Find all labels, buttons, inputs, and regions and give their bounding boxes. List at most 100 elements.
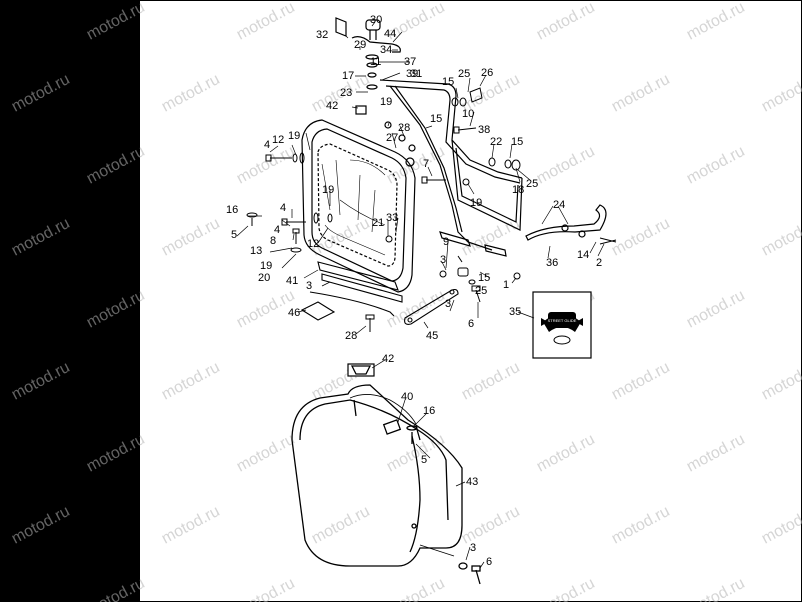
callout-number: 15	[511, 136, 523, 148]
callout-number: 43	[466, 476, 478, 488]
watermark-text: motod.ru	[684, 431, 748, 476]
callout-number: 7	[423, 158, 429, 170]
callout-number: 6	[486, 556, 492, 568]
callout-number: 10	[462, 108, 474, 120]
callout-number: 3	[470, 542, 476, 554]
callout-number: 41	[286, 275, 298, 287]
callout-number: 34	[380, 44, 392, 56]
callout-number: 28	[345, 330, 357, 342]
mounting-plate-drawing	[300, 261, 403, 321]
callout-number: 1	[503, 279, 509, 291]
watermark-text: motod.ru	[9, 503, 73, 548]
harley-badge-kit-drawing: STREET GLIDE	[532, 291, 592, 359]
callout-number: 35	[509, 306, 521, 318]
callout-number: 27	[386, 132, 398, 144]
callout-number: 3	[445, 298, 451, 310]
callout-number: 15	[430, 113, 442, 125]
watermark-text: motod.ru	[159, 71, 223, 116]
callout-number: 9	[443, 236, 449, 248]
callout-number: 42	[326, 100, 338, 112]
watermark-text: motod.ru	[234, 575, 298, 602]
callout-number: 15	[442, 76, 454, 88]
watermark-text: motod.ru	[384, 575, 448, 602]
latch-assembly-drawing	[335, 17, 416, 167]
callout-number: 25	[526, 178, 538, 190]
watermark-text: motod.ru	[459, 503, 523, 548]
callout-number: 20	[258, 272, 270, 284]
callout-number: 3	[306, 280, 312, 292]
leader-lines	[236, 21, 605, 569]
callout-number: 3	[440, 254, 446, 266]
callout-number: 5	[231, 229, 237, 241]
callout-number: 16	[423, 405, 435, 417]
callout-number: 15	[478, 272, 490, 284]
watermark-text: motod.ru	[534, 431, 598, 476]
callout-number: 17	[342, 70, 354, 82]
saddlebag-body-drawing	[291, 363, 481, 585]
callout-number: 12	[307, 238, 319, 250]
watermark-text: motod.ru	[9, 359, 73, 404]
callout-number: 45	[426, 330, 438, 342]
watermark-text: motod.ru	[84, 575, 148, 602]
callout-number: 19	[470, 197, 482, 209]
watermark-text: motod.ru	[609, 71, 673, 116]
watermark-text: motod.ru	[159, 359, 223, 404]
watermark-text: motod.ru	[234, 431, 298, 476]
watermark-text: motod.ru	[309, 503, 373, 548]
callout-number: 29	[354, 39, 366, 51]
callout-number: 19	[380, 96, 392, 108]
callout-number: 14	[577, 249, 589, 261]
watermark-text: motod.ru	[459, 215, 523, 260]
parts-diagram-panel	[139, 0, 802, 602]
watermark-text: motod.ru	[609, 503, 673, 548]
watermark-text: motod.ru	[459, 359, 523, 404]
callout-number: 44	[384, 28, 396, 40]
watermark-text: motod.ru	[159, 215, 223, 260]
watermark-text: motod.ru	[9, 71, 73, 116]
stay-strap-drawing	[404, 288, 459, 325]
callout-number: 40	[401, 391, 413, 403]
watermark-text: motod.ru	[84, 431, 148, 476]
watermark-text: motod.ru	[684, 575, 748, 602]
callout-number: 37	[404, 56, 416, 68]
callout-number: 33	[386, 212, 398, 224]
callout-number: 28	[398, 122, 410, 134]
watermark-text: motod.ru	[759, 71, 802, 116]
callout-number: 2	[596, 257, 602, 269]
callout-number: 30	[370, 14, 382, 26]
callout-number: 5	[421, 454, 427, 466]
saddlebag-support-rail	[379, 79, 523, 257]
watermark-text: motod.ru	[84, 0, 148, 44]
callout-number: 36	[546, 257, 558, 269]
callout-number: 19	[260, 260, 272, 272]
watermark-text: motod.ru	[534, 0, 598, 44]
callout-number: 32	[316, 29, 328, 41]
badge-text: STREET GLIDE	[548, 318, 577, 323]
callout-number: 38	[478, 124, 490, 136]
callout-number: 42	[382, 353, 394, 365]
callout-number: 26	[481, 67, 493, 79]
callout-number: 22	[490, 136, 502, 148]
watermark-text: motod.ru	[684, 287, 748, 332]
watermark-text: motod.ru	[234, 0, 298, 44]
callout-number: 25	[458, 68, 470, 80]
callout-number: 24	[553, 199, 565, 211]
watermark-text: motod.ru	[684, 0, 748, 44]
callout-number: 8	[270, 235, 276, 247]
callout-number: 23	[340, 87, 352, 99]
callout-number: 12	[272, 134, 284, 146]
watermark-text: motod.ru	[9, 215, 73, 260]
rear-bracket-drawing	[525, 204, 617, 245]
callout-number: 16	[226, 204, 238, 216]
callout-number: 11	[370, 56, 381, 68]
watermark-text: motod.ru	[534, 575, 598, 602]
watermark-text: motod.ru	[609, 215, 673, 260]
callout-number: 31	[410, 68, 422, 80]
callout-number: 6	[468, 318, 474, 330]
callout-number: 4	[264, 139, 270, 151]
callout-number: 4	[280, 202, 286, 214]
callout-number: 19	[288, 130, 300, 142]
